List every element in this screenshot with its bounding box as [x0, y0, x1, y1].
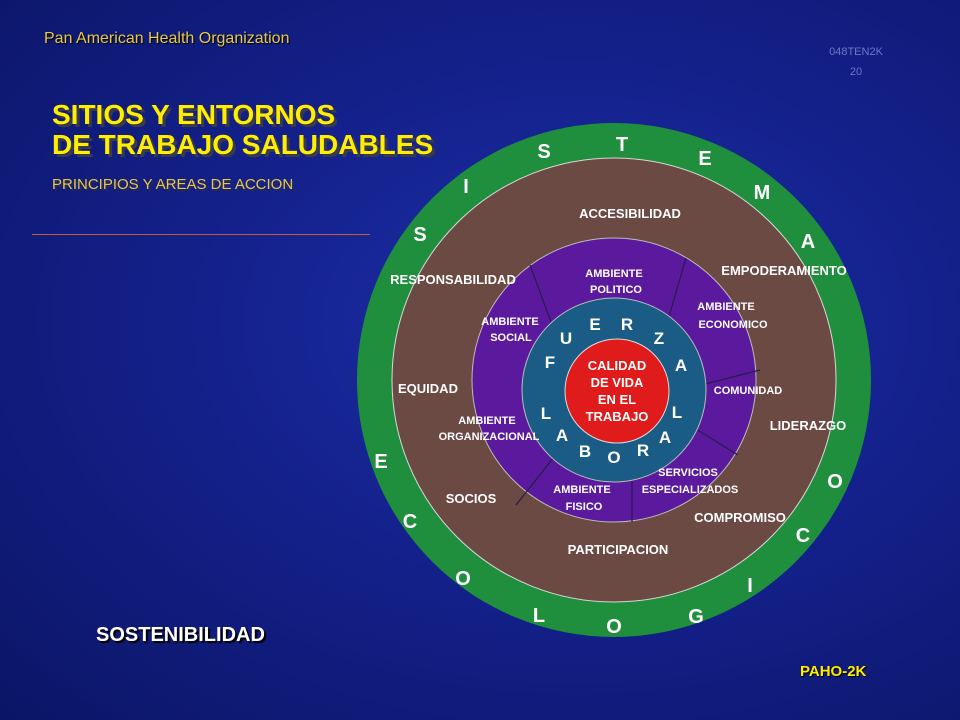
- inner-letter: E: [589, 315, 600, 334]
- inner-ring-letters: E R U Z F A L L A A B R O: [541, 315, 687, 467]
- environments: AMBIENTE POLITICO AMBIENTE ECONOMICO COM…: [439, 268, 783, 513]
- environment-label: AMBIENTE: [458, 415, 515, 427]
- outer-letter: M: [754, 182, 771, 204]
- sustainability-label: SOSTENIBILIDAD: [96, 624, 265, 646]
- page-number: 20: [849, 66, 863, 78]
- principle-label: RESPONSABILIDAD: [390, 272, 516, 287]
- inner-letter: U: [560, 329, 572, 348]
- outer-letter: C: [403, 511, 417, 533]
- principle-label: EMPODERAMIENTO: [721, 263, 846, 278]
- center-line: EN EL: [598, 392, 636, 407]
- outer-letter: T: [616, 134, 628, 156]
- organization-name: Pan American Health Organization: [44, 30, 290, 47]
- divider: [32, 234, 370, 235]
- center-line: CALIDAD: [588, 358, 647, 373]
- outer-letter: L: [533, 605, 545, 627]
- slide-title: SITIOS Y ENTORNOS DE TRABAJO SALUDABLES: [52, 100, 433, 160]
- outer-letter: I: [747, 575, 753, 597]
- center-line: TRABAJO: [586, 409, 649, 424]
- slide-code: 048TEN2K: [829, 46, 883, 58]
- environment-label: COMUNIDAD: [714, 385, 782, 397]
- outer-letter: E: [698, 148, 711, 170]
- environment-label: AMBIENTE: [481, 316, 538, 328]
- environment-label: SOCIAL: [490, 332, 532, 344]
- title-line-1: SITIOS Y ENTORNOS: [52, 99, 336, 130]
- principle-label: EQUIDAD: [398, 381, 458, 396]
- outer-letter: G: [688, 606, 704, 628]
- inner-letter: L: [672, 403, 682, 422]
- principle-label: COMPROMISO: [694, 510, 786, 525]
- center-circle: [564, 338, 670, 444]
- center-line: DE VIDA: [591, 375, 644, 390]
- outer-letter: O: [606, 616, 622, 638]
- environment-label: ORGANIZACIONAL: [439, 431, 540, 443]
- principle-label: LIDERAZGO: [770, 418, 847, 433]
- environment-label: AMBIENTE: [697, 301, 754, 313]
- center-text: CALIDAD DE VIDA EN EL TRABAJO: [586, 358, 649, 424]
- inner-letter: B: [579, 442, 591, 461]
- outer-letter: I: [463, 176, 469, 198]
- inner-letter: A: [556, 426, 568, 445]
- title-line-2: DE TRABAJO SALUDABLES: [52, 129, 434, 160]
- inner-letter: Z: [654, 329, 664, 348]
- environment-label: SERVICIOS: [658, 467, 718, 479]
- outer-ring-letters: T S E I M S A E O C C O I L G O: [374, 134, 842, 638]
- inner-letter: L: [541, 404, 551, 423]
- inner-letter: O: [607, 448, 620, 467]
- environment-label: AMBIENTE: [553, 484, 610, 496]
- slide-subtitle: PRINCIPIOS Y AREAS DE ACCION: [52, 176, 294, 193]
- inner-letter: R: [637, 441, 649, 460]
- outer-letter: C: [796, 525, 810, 547]
- outer-letter: O: [455, 568, 471, 590]
- inner-letter: A: [675, 356, 687, 375]
- environment-label: POLITICO: [590, 284, 642, 296]
- outer-letter: S: [537, 141, 550, 163]
- environment-label: ESPECIALIZADOS: [642, 484, 739, 496]
- outer-letter: S: [413, 224, 426, 246]
- principle-label: PARTICIPACION: [568, 542, 669, 557]
- outer-letter: A: [801, 231, 815, 253]
- inner-letter: F: [545, 353, 555, 372]
- principle-label: ACCESIBILIDAD: [579, 206, 681, 221]
- principles: ACCESIBILIDAD EMPODERAMIENTO LIDERAZGO C…: [390, 206, 847, 557]
- inner-letter: A: [659, 428, 671, 447]
- outer-letter: E: [374, 451, 387, 473]
- inner-letter: R: [621, 315, 633, 334]
- environment-label: FISICO: [566, 501, 603, 513]
- outer-letter: O: [827, 471, 843, 493]
- environment-label: ECONOMICO: [698, 319, 768, 331]
- environment-label: AMBIENTE: [585, 268, 642, 280]
- paho-brand: PAHO-2K: [800, 663, 867, 680]
- principle-label: SOCIOS: [446, 491, 497, 506]
